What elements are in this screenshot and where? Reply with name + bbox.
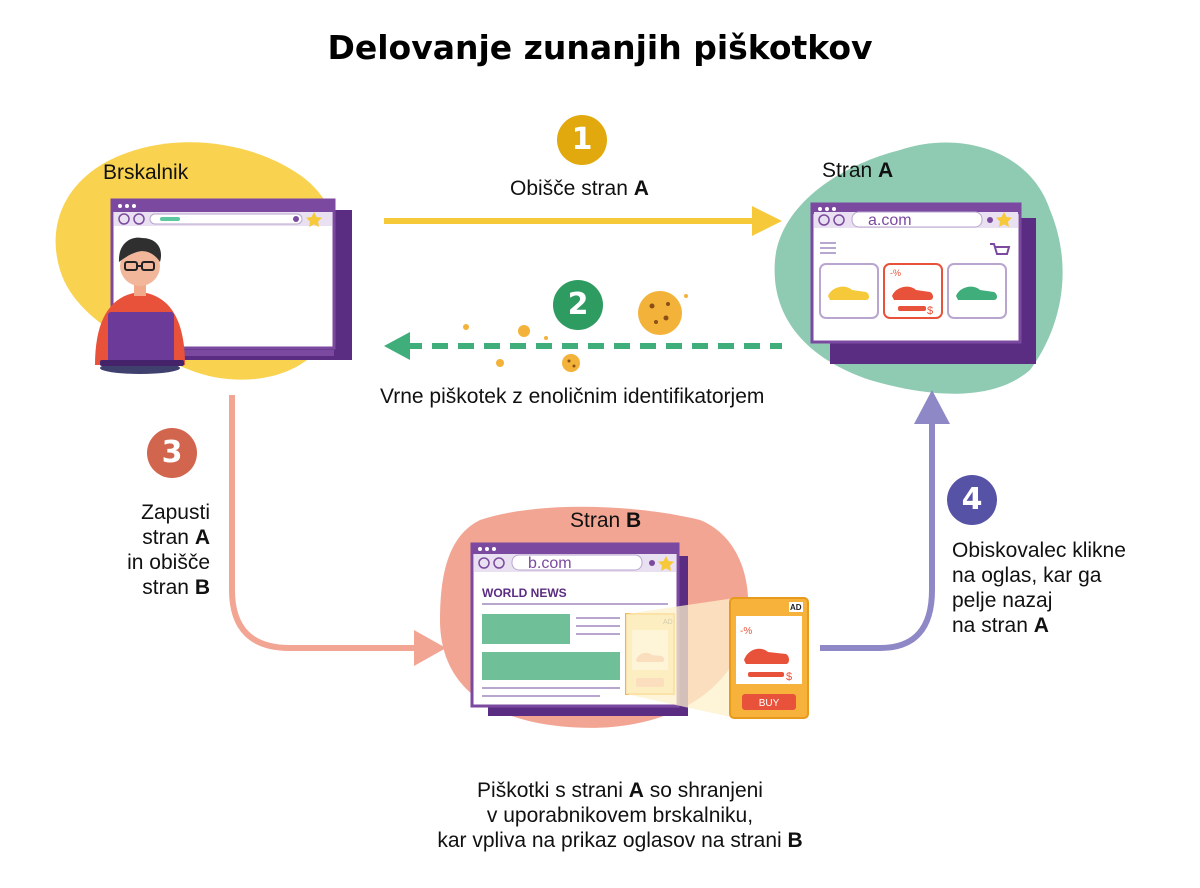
step-3-text: Zapusti stran A in obišče stran B	[127, 501, 210, 599]
svg-text:BUY: BUY	[759, 698, 780, 709]
shoe-icon	[956, 286, 997, 300]
footer-caption: Piškotki s strani A so shranjeni v upora…	[437, 779, 803, 852]
site-b-label: Stran B	[570, 509, 642, 532]
close-tab-icon	[293, 216, 299, 222]
arrow-step-3	[229, 395, 420, 651]
site-b-illustration: b.com WORLD NEWS AD AD -% $ BUY	[440, 506, 809, 728]
step-4-badge: 4	[947, 475, 997, 525]
svg-text:-%: -%	[890, 268, 901, 278]
step-1-badge: 1	[557, 115, 607, 165]
site-a-illustration: a.com -% $	[774, 142, 1063, 394]
svg-text:-%: -%	[740, 626, 752, 637]
arrow-step-4	[820, 420, 935, 651]
diagram-title: Delovanje zunanjih piškotkov	[327, 28, 873, 67]
back-icon	[118, 213, 130, 225]
star-icon	[306, 212, 322, 227]
arrow-step-2-head	[384, 332, 410, 360]
step-2-text: Vrne piškotek z enoličnim identifikatorj…	[380, 385, 765, 408]
cart-icon	[990, 243, 1011, 255]
svg-text:$: $	[927, 305, 933, 317]
site-a-label: Stran A	[822, 159, 894, 182]
arrow-step-1-head	[752, 206, 782, 236]
address-bar	[149, 213, 303, 225]
ad-tag: AD	[790, 603, 802, 612]
arrow-step-4-head	[914, 390, 950, 424]
site-a-url: a.com	[868, 212, 912, 229]
step-1-text: Obišče stran A	[510, 177, 649, 200]
star-icon	[996, 212, 1012, 227]
step-4-text: Obiskovalec klikne na oglas, kar ga pelj…	[952, 539, 1126, 637]
laptop-icon	[108, 312, 174, 362]
buy-button	[742, 694, 796, 710]
shoe-icon	[828, 286, 869, 300]
arrow-step-3-head	[414, 630, 446, 666]
step-2-badge: 2	[553, 280, 603, 330]
star-icon	[658, 556, 674, 571]
world-news-heading: WORLD NEWS	[482, 586, 567, 600]
browser-label: Brskalnik	[103, 161, 189, 184]
shoe-icon	[892, 286, 933, 300]
site-b-url: b.com	[528, 555, 572, 572]
shoe-icon	[744, 648, 789, 664]
svg-text:$: $	[786, 671, 792, 683]
step-3-badge: 3	[147, 428, 197, 478]
browser-illustration	[55, 142, 352, 380]
forward-icon	[133, 213, 145, 225]
cookie-icons	[463, 291, 688, 372]
